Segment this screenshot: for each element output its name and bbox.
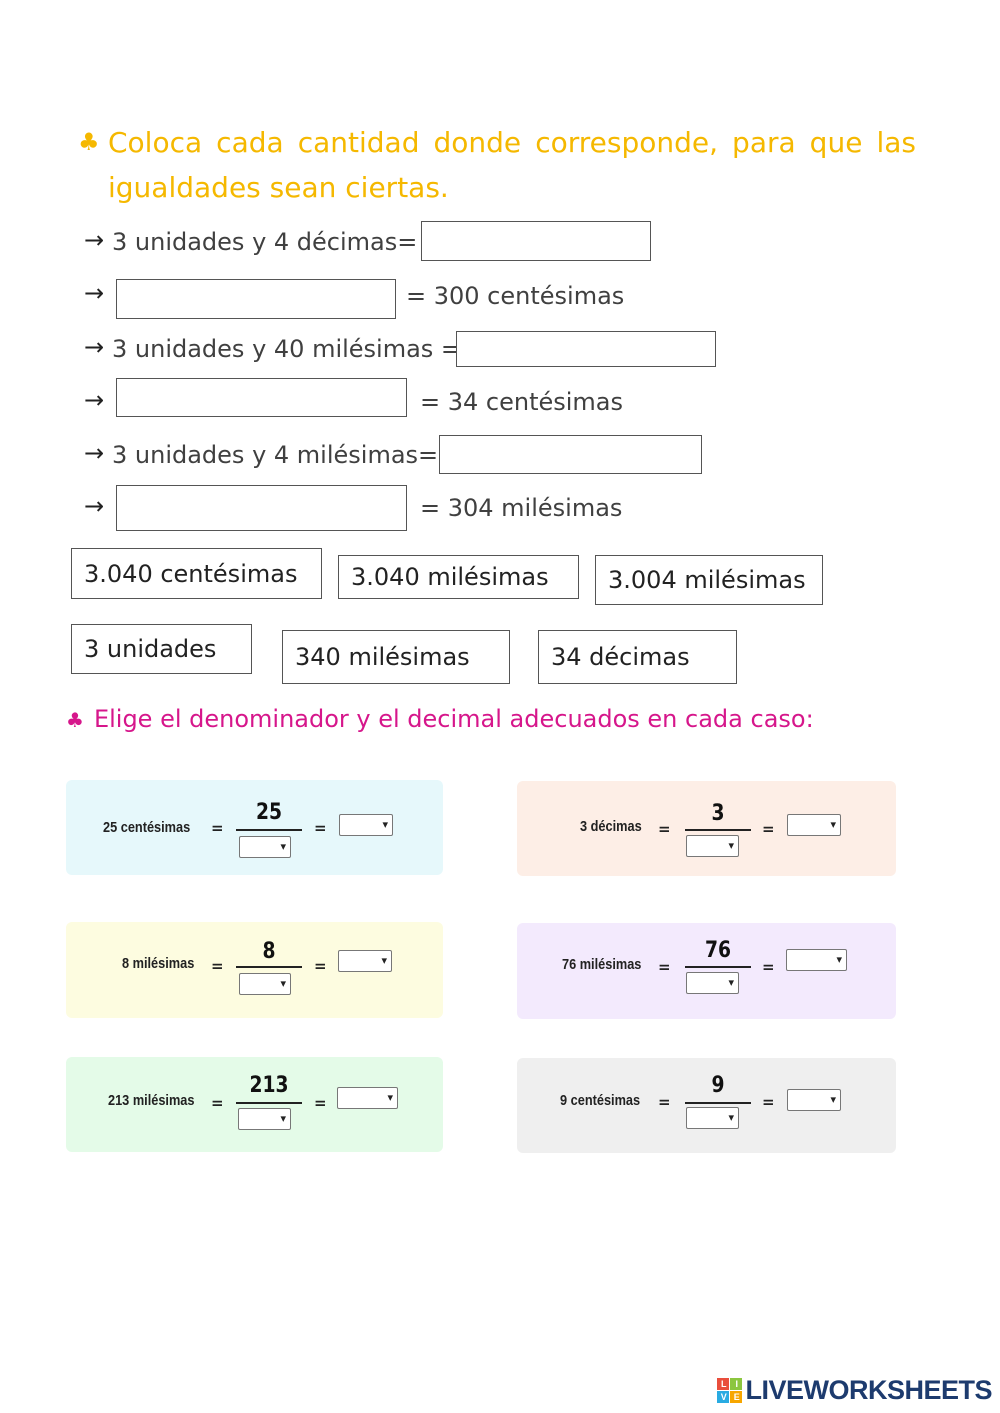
row-5-text: 3 unidades y 4 milésimas= xyxy=(112,441,439,469)
answer-chip[interactable]: 3 unidades xyxy=(71,624,252,674)
numerator: 3 xyxy=(711,801,725,826)
denominator-select[interactable]: ▾ xyxy=(238,1108,291,1130)
numerator: 213 xyxy=(249,1073,289,1098)
decimal-select[interactable]: ▾ xyxy=(338,950,392,972)
fraction-card: 8 milésimas = 8 ▾ = ▾ xyxy=(66,922,443,1018)
equals-sign: = xyxy=(658,958,671,976)
equals-sign: = xyxy=(314,957,327,975)
decimal-select[interactable]: ▾ xyxy=(787,1089,841,1111)
chevron-down-icon: ▾ xyxy=(387,1091,393,1104)
arrow-icon: → xyxy=(84,333,105,361)
equals-sign: = xyxy=(211,1094,224,1112)
answer-chip[interactable]: 3.040 milésimas xyxy=(338,555,579,599)
card-label: 25 centésimas xyxy=(103,819,191,836)
fraction-card: 25 centésimas = 25 ▾ = ▾ xyxy=(66,780,443,875)
logo-text: LIVEWORKSHEETS xyxy=(745,1375,992,1405)
denominator-select[interactable]: ▾ xyxy=(686,835,739,857)
card-label: 3 décimas xyxy=(580,818,642,835)
fraction-bar xyxy=(236,829,302,831)
equals-sign: = xyxy=(211,957,224,975)
row-3-text: 3 unidades y 40 milésimas = xyxy=(112,335,462,363)
denominator-select[interactable]: ▾ xyxy=(239,973,291,995)
club-icon: ♣ xyxy=(66,708,84,732)
decimal-select[interactable]: ▾ xyxy=(337,1087,398,1109)
decimal-select[interactable]: ▾ xyxy=(787,814,841,836)
fraction-card: 213 milésimas = 213 ▾ = ▾ xyxy=(66,1057,443,1152)
denominator-select[interactable]: ▾ xyxy=(686,972,739,994)
instruction-1-text: Coloca cada cantidad donde corresponde, … xyxy=(108,126,916,204)
chevron-down-icon: ▾ xyxy=(830,818,836,831)
fraction-bar xyxy=(236,966,302,968)
drop-box-2[interactable] xyxy=(116,279,396,319)
drop-box-1[interactable] xyxy=(421,221,651,261)
numerator: 8 xyxy=(262,939,276,964)
chevron-down-icon: ▾ xyxy=(382,818,388,831)
drop-box-6[interactable] xyxy=(116,485,407,531)
row-4-text: = 34 centésimas xyxy=(420,388,624,416)
logo-blocks-icon: L I V E xyxy=(717,1378,743,1403)
chevron-down-icon: ▾ xyxy=(280,840,286,853)
card-label: 213 milésimas xyxy=(108,1092,195,1109)
fraction-bar xyxy=(236,1102,302,1104)
instruction-2: ♣ Elige el denominador y el decimal adecu… xyxy=(66,705,814,733)
equals-sign: = xyxy=(314,1094,327,1112)
chevron-down-icon: ▾ xyxy=(728,839,734,852)
club-icon: ♣ xyxy=(78,128,100,156)
equals-sign: = xyxy=(658,820,671,838)
chevron-down-icon: ▾ xyxy=(836,953,842,966)
card-label: 76 milésimas xyxy=(562,956,642,973)
instruction-1: ♣ Coloca cada cantidad donde corresponde… xyxy=(78,120,916,210)
arrow-icon: → xyxy=(84,226,105,254)
liveworksheets-logo: L I V E LIVEWORKSHEETS xyxy=(717,1375,992,1406)
equals-sign: = xyxy=(314,819,327,837)
row-1-text: 3 unidades y 4 décimas= xyxy=(112,228,418,256)
row-6-text: = 304 milésimas xyxy=(420,494,623,522)
answer-chip[interactable]: 3.040 centésimas xyxy=(71,548,322,599)
fraction-card: 76 milésimas = 76 ▾ = ▾ xyxy=(517,923,896,1019)
arrow-icon: → xyxy=(84,439,105,467)
chevron-down-icon: ▾ xyxy=(728,1111,734,1124)
answer-chip[interactable]: 340 milésimas xyxy=(282,630,510,684)
arrow-icon: → xyxy=(84,279,105,307)
chevron-down-icon: ▾ xyxy=(830,1093,836,1106)
equals-sign: = xyxy=(762,958,775,976)
fraction-bar xyxy=(685,1102,751,1104)
equals-sign: = xyxy=(211,819,224,837)
denominator-select[interactable]: ▾ xyxy=(239,836,291,858)
fraction-card: 3 décimas = 3 ▾ = ▾ xyxy=(517,781,896,876)
numerator: 25 xyxy=(255,800,283,825)
arrow-icon: → xyxy=(84,386,105,414)
fraction-card: 9 centésimas = 9 ▾ = ▾ xyxy=(517,1058,896,1153)
card-label: 9 centésimas xyxy=(560,1092,641,1109)
card-label: 8 milésimas xyxy=(122,955,195,972)
equals-sign: = xyxy=(658,1093,671,1111)
drop-box-3[interactable] xyxy=(456,331,716,367)
numerator: 76 xyxy=(704,938,732,963)
instruction-2-text: Elige el denominador y el decimal adecua… xyxy=(93,705,814,733)
decimal-select[interactable]: ▾ xyxy=(339,814,393,836)
fraction-bar xyxy=(685,829,751,831)
answer-chip[interactable]: 3.004 milésimas xyxy=(595,555,823,605)
arrow-icon: → xyxy=(84,492,105,520)
answer-chip[interactable]: 34 décimas xyxy=(538,630,737,684)
denominator-select[interactable]: ▾ xyxy=(686,1107,739,1129)
decimal-select[interactable]: ▾ xyxy=(786,949,847,971)
chevron-down-icon: ▾ xyxy=(280,1112,286,1125)
row-2-text: = 300 centésimas xyxy=(406,282,625,310)
numerator: 9 xyxy=(711,1073,725,1098)
drop-box-4[interactable] xyxy=(116,378,407,417)
drop-box-5[interactable] xyxy=(439,435,702,474)
chevron-down-icon: ▾ xyxy=(728,976,734,989)
chevron-down-icon: ▾ xyxy=(280,977,286,990)
equals-sign: = xyxy=(762,820,775,838)
chevron-down-icon: ▾ xyxy=(381,954,387,967)
fraction-bar xyxy=(685,966,751,968)
equals-sign: = xyxy=(762,1093,775,1111)
